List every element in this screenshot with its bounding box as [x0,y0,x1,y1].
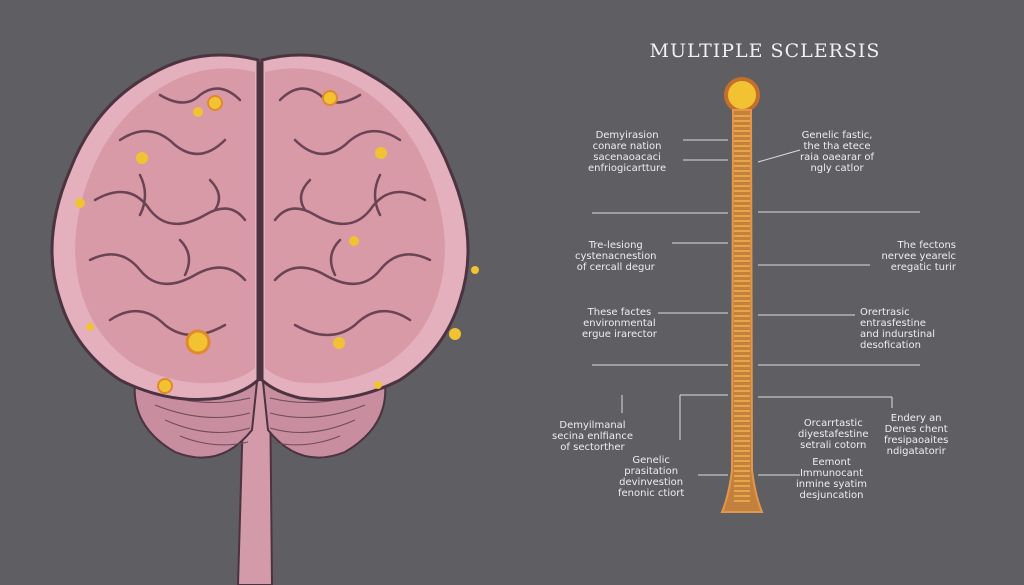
label-line: Orcarrtastic [803,418,863,429]
label-line: ngly catlor [810,163,864,174]
lesion-dot-icon [375,147,387,159]
label-line: the tha etece [803,141,871,152]
label-line: environmental [583,318,656,329]
label-line: Endery an [890,413,942,424]
label-right-6: Eemont Immunocant inmine syatim desjunca… [796,457,867,501]
lesion-dot-icon [374,381,382,389]
lesion-dot-icon [322,90,338,106]
connector-lines [592,139,920,476]
lesion-dot-icon [193,107,203,117]
label-line: of cercall degur [576,262,655,273]
label-line: cystenacnestion [575,251,657,262]
label-left-3: These factes environmental ergue irarect… [582,307,657,340]
lesion-dot-icon [157,378,173,394]
diagram-title: MULTIPLE SCLERSIS [649,40,881,62]
label-line: sacenaoacaci [593,152,661,163]
label-line: nervee yearelc [881,251,956,262]
lesion-dot-icon [333,337,345,349]
lesion-markers [75,90,479,394]
label-line: Demyilmanal [559,420,626,431]
label-right-2: The fectons nervee yearelc eregatic turi… [868,240,956,273]
connector-line [757,149,801,163]
label-line: Genelic fastic, [801,130,873,141]
lesion-dot-icon [471,266,479,274]
label-line: eregatic turir [890,262,956,273]
label-line: prasitation [624,466,679,477]
lesion-dot-icon [349,236,359,246]
label-line: fenonic ctiort [618,488,685,499]
spinal-cord-segments [734,115,750,502]
brain-gyri [88,87,432,337]
label-line: Demyirasion [595,130,659,141]
lesion-dot-icon [207,95,223,111]
label-line: Genelic [632,455,670,466]
label-right-5: Endery an Denes chent fresipaoaites ndig… [884,413,948,457]
label-line: Immunocant [799,468,864,479]
label-line: ergue irarector [582,329,657,340]
label-line: desofication [860,340,921,351]
lesion-dot-icon [185,329,211,355]
label-line: ndigatatorir [886,446,946,457]
brain-illustration [50,53,479,585]
label-line: Denes chent [884,424,948,435]
label-line: secina enlfiance [552,431,633,442]
label-line: Orertrasic [860,307,910,318]
label-line: conare nation [592,141,662,152]
spinal-cord-top-node [724,77,760,113]
label-line: entrasfestine [860,318,926,329]
label-right-4: Orcarrtastic diyestafestine setrali coto… [798,418,869,451]
label-line: fresipaoaites [884,435,949,446]
lesion-dot-icon [86,323,94,331]
label-right-3: Orertrasic entrasfestine and indurstinal… [860,307,935,351]
label-line: of sectorther [560,442,625,453]
lesion-dot-icon [136,152,148,164]
spinal-cord-illustration [720,77,764,513]
label-left-4: Demyilmanal secina enlfiance of sectorth… [552,420,633,453]
label-line: Tre-lesiong [588,240,643,251]
label-line: raia oaearar of [800,152,875,163]
label-left-1: Demyirasion conare nation sacenaoacaci e… [588,130,666,174]
label-left-2: Tre-lesiong cystenacnestion of cercall d… [575,240,657,273]
label-line: diyestafestine [798,429,869,440]
label-line: setrali cotorn [800,440,867,451]
label-line: Eemont [812,457,851,468]
label-line: and indurstinal [860,329,936,340]
label-line: inmine syatim [796,479,868,490]
lesion-dot-icon [449,328,461,340]
label-line: desjuncation [799,490,864,501]
label-line: devinvestion [619,477,684,488]
lesion-dot-icon [75,198,85,208]
label-right-1: Genelic fastic, the tha etece raia oaear… [800,130,874,174]
cerebellum-folds [149,389,371,446]
label-line: The fectons [897,240,956,251]
label-line: enfriogicartture [588,163,667,174]
label-line: These factes [587,307,652,318]
label-left-5: Genelic prasitation devinvestion fenonic… [618,455,684,499]
